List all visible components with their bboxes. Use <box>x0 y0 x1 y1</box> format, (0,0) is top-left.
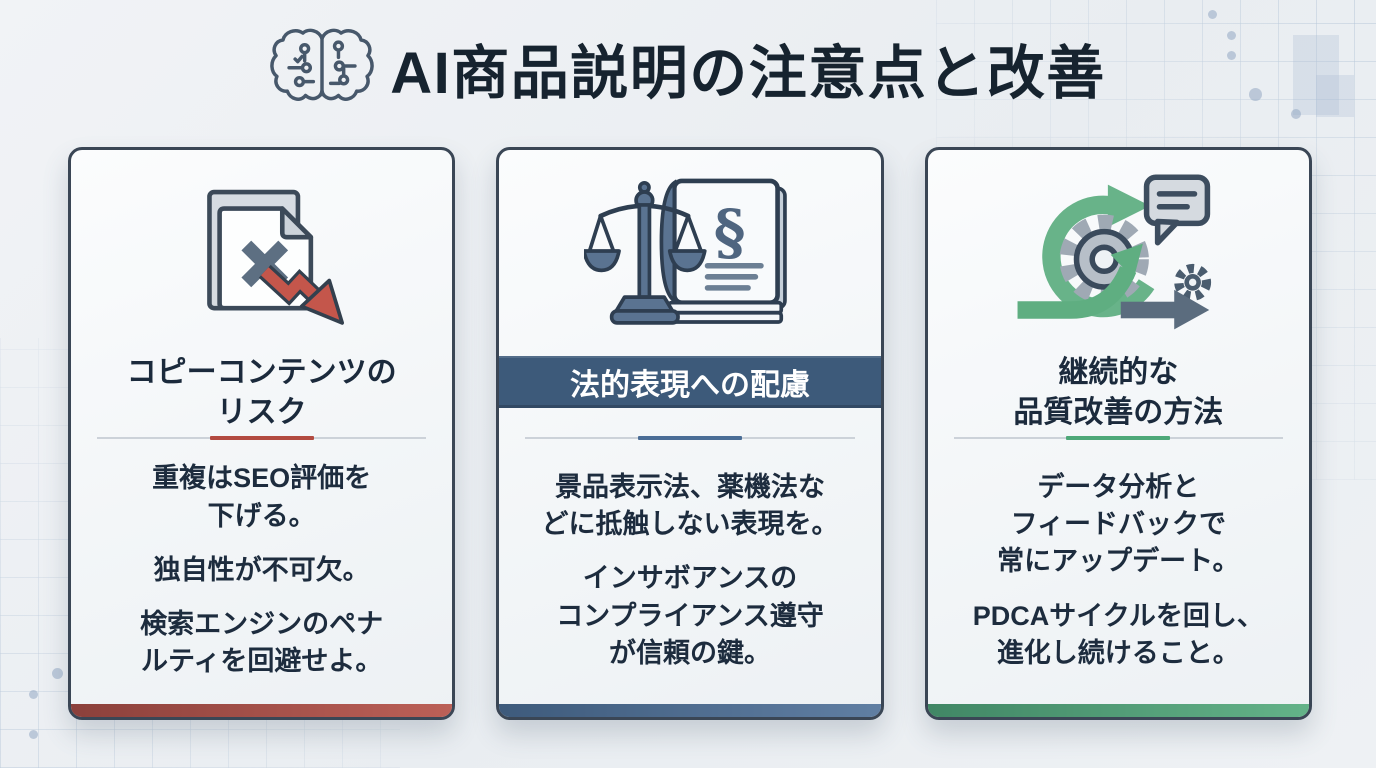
deco-dot <box>52 668 63 679</box>
body-paragraph: データ分析と フィードバックで 常にアップデート。 <box>997 471 1240 577</box>
divider <box>953 436 1284 440</box>
deco-dot <box>1249 88 1262 101</box>
card-body: 景品表示法、薬機法な どに抵触しない表現を。 インサボアンスの コンプライアンス… <box>529 440 850 717</box>
deco-dot <box>1227 51 1236 60</box>
card-title-line: 品質改善の方法 <box>1013 396 1224 429</box>
divider <box>525 436 855 440</box>
card-title-banner: 法的表現への配慮 <box>499 356 881 408</box>
card-copy-content-risk: コピーコンテンツの リスク 重複はSEO評価を 下げる。 独自性が不可欠。 検索… <box>68 147 456 720</box>
header: AI商品説明の注意点と改善 <box>0 22 1376 114</box>
card-title: コピーコンテンツの リスク <box>127 350 397 436</box>
deco-dot <box>29 690 38 699</box>
deco-dot <box>1291 109 1301 119</box>
card-title-line: リスク <box>216 396 307 429</box>
divider-accent <box>209 436 314 440</box>
card-title: 法的表現への配慮 <box>569 369 810 402</box>
pdca-cycle-gears-icon <box>1012 150 1224 350</box>
divider <box>97 436 427 440</box>
deco-square <box>1293 35 1339 115</box>
card-title-line: コピーコンテンツの <box>126 356 397 390</box>
cards-row: コピーコンテンツの リスク 重複はSEO評価を 下げる。 独自性が不可欠。 検索… <box>68 147 1312 720</box>
card-title-line: 継続的な <box>1058 356 1179 390</box>
card-title: 継続的な 品質改善の方法 <box>1013 350 1223 436</box>
document-x-decline-arrow-icon <box>156 150 368 350</box>
body-paragraph: 重複はSEO評価を 下げる。 <box>152 463 372 531</box>
scales-law-book-icon: § <box>583 150 796 350</box>
deco-square <box>1316 75 1354 117</box>
body-paragraph: PDCAサイクルを回し、 進化し続けること。 <box>972 600 1264 668</box>
body-paragraph: 景品表示法、薬機法な どに抵触しない表現を。 <box>541 471 839 540</box>
card-body: データ分析と フィードバックで 常にアップデート。 PDCAサイクルを回し、 進… <box>961 440 1276 717</box>
card-body: 重複はSEO評価を 下げる。 独自性が不可欠。 検索エンジンのペナ ルティを回避… <box>128 440 395 717</box>
deco-dot <box>29 730 38 739</box>
card-accent-bar <box>927 704 1309 717</box>
body-paragraph: インサボアンスの コンプライアンス遵守 が信頼の鍵。 <box>556 563 824 668</box>
body-paragraph: 検索エンジンのペナ ルティを回避せよ。 <box>140 609 384 677</box>
card-accent-bar <box>71 704 453 717</box>
body-paragraph: 独自性が不可欠。 <box>153 554 370 585</box>
card-continuous-quality-improvement: 継続的な 品質改善の方法 データ分析と フィードバックで 常にアップデート。 P… <box>924 147 1312 720</box>
deco-dot <box>1208 10 1217 19</box>
divider-accent <box>637 436 742 440</box>
ai-brain-circuit-icon <box>270 24 375 113</box>
card-legal-expression-care: § 法的表現への配慮 <box>496 147 884 720</box>
svg-text:§: § <box>714 197 746 268</box>
deco-dot <box>1227 31 1236 40</box>
card-accent-bar <box>499 704 881 717</box>
page-title: AI商品説明の注意点と改善 <box>390 41 1106 106</box>
divider-accent <box>1066 436 1171 440</box>
